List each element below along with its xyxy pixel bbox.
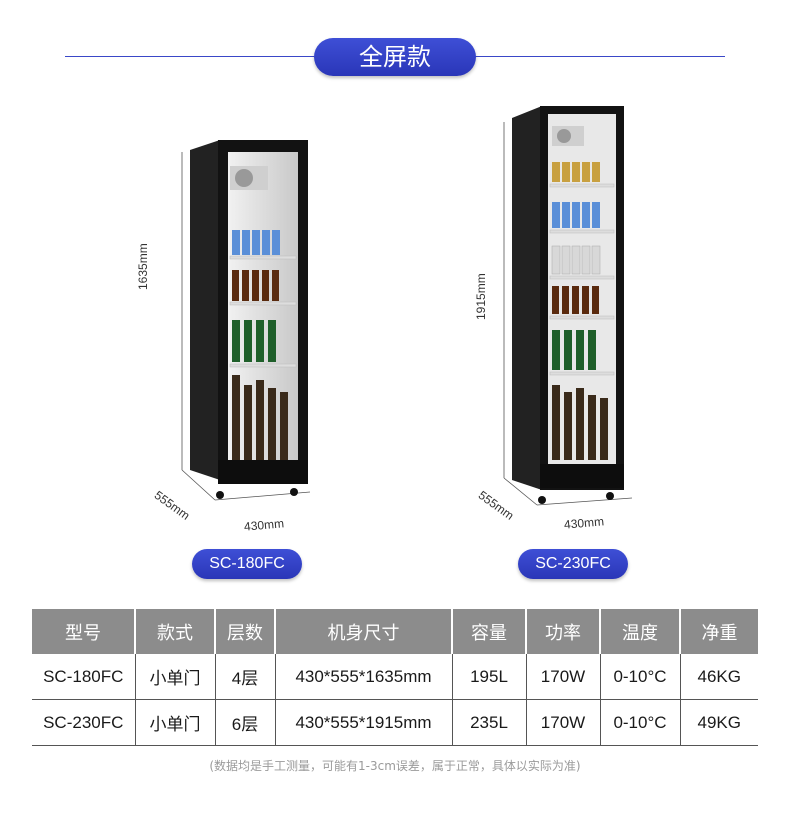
column-header-temperature: 温度 bbox=[600, 609, 681, 654]
footnote: (数据均是手工测量，可能有1-3cm误差，属于正常，具体以实际为准) bbox=[209, 759, 581, 773]
cell-model: SC-230FC bbox=[32, 699, 136, 746]
cell-dimensions: 430*555*1635mm bbox=[275, 654, 453, 700]
column-header-weight: 净重 bbox=[680, 609, 758, 654]
width-dimension-label: 430mm bbox=[243, 516, 285, 534]
fridge-illustration-large bbox=[503, 106, 633, 506]
cell-capacity: 195L bbox=[452, 654, 527, 700]
width-dimension-label: 430mm bbox=[563, 514, 605, 532]
cell-temperature: 0-10°C bbox=[600, 654, 681, 700]
fridge-illustration-small bbox=[181, 140, 311, 501]
column-header-dimensions: 机身尺寸 bbox=[275, 609, 453, 654]
table-header-row: 型号 款式 层数 机身尺寸 容量 功率 温度 净重 bbox=[32, 609, 758, 654]
page-title: 全屏款 bbox=[314, 38, 476, 76]
column-header-model: 型号 bbox=[32, 609, 136, 654]
cell-layers: 6层 bbox=[215, 699, 276, 746]
cell-dimensions: 430*555*1915mm bbox=[275, 699, 453, 746]
cell-power: 170W bbox=[526, 699, 601, 746]
height-dimension-label: 1635mm bbox=[136, 243, 150, 290]
column-header-capacity: 容量 bbox=[452, 609, 527, 654]
model-badge-sc-230fc: SC-230FC bbox=[518, 549, 628, 579]
height-dimension-label: 1915mm bbox=[474, 273, 488, 320]
product-image-sc-180fc bbox=[160, 130, 320, 510]
cell-capacity: 235L bbox=[452, 699, 527, 746]
cell-weight: 49KG bbox=[680, 699, 758, 746]
spec-table: 型号 款式 层数 机身尺寸 容量 功率 温度 净重 SC-180FC 小单门 4… bbox=[32, 609, 758, 746]
model-badge-sc-180fc: SC-180FC bbox=[192, 549, 302, 579]
column-header-layers: 层数 bbox=[215, 609, 276, 654]
table-row: SC-180FC 小单门 4层 430*555*1635mm 195L 170W… bbox=[32, 654, 758, 700]
cell-style: 小单门 bbox=[135, 654, 216, 700]
cell-temperature: 0-10°C bbox=[600, 699, 681, 746]
cell-model: SC-180FC bbox=[32, 654, 136, 700]
cell-style: 小单门 bbox=[135, 699, 216, 746]
table-row: SC-230FC 小单门 6层 430*555*1915mm 235L 170W… bbox=[32, 699, 758, 746]
column-header-power: 功率 bbox=[526, 609, 601, 654]
cell-power: 170W bbox=[526, 654, 601, 700]
column-header-style: 款式 bbox=[135, 609, 216, 654]
cell-layers: 4层 bbox=[215, 654, 276, 700]
product-image-sc-230fc bbox=[482, 100, 642, 520]
cell-weight: 46KG bbox=[680, 654, 758, 700]
